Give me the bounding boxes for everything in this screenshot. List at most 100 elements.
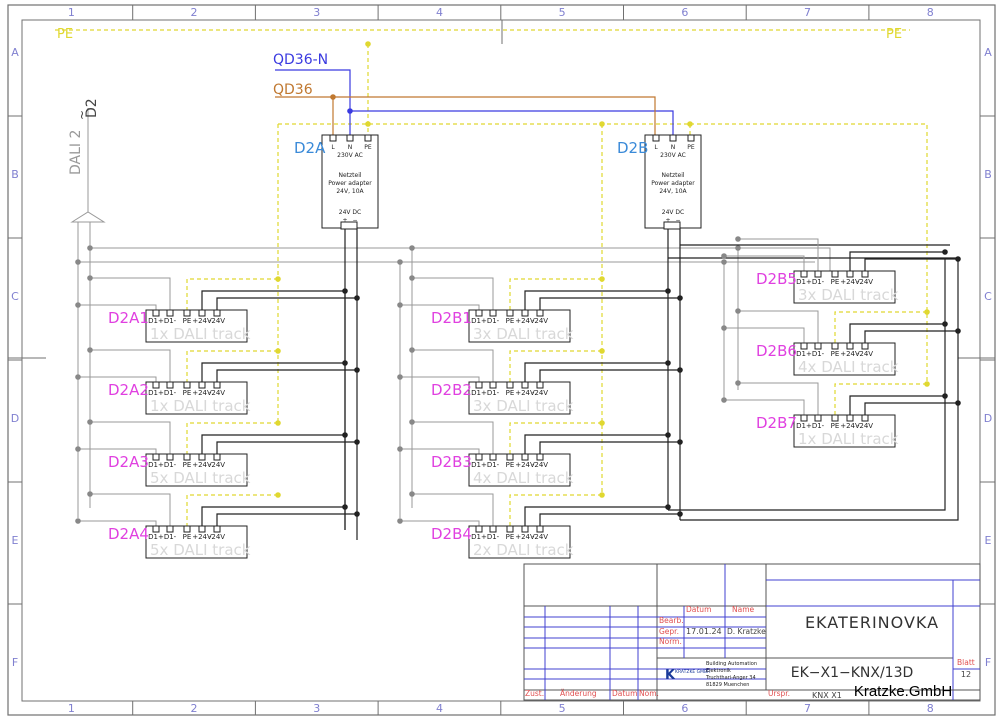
d1minus-wire — [412, 493, 494, 526]
d1minus-wire — [90, 493, 171, 526]
terminal — [213, 309, 221, 317]
title-checked-by: D. Kratzke — [727, 627, 766, 636]
terminal — [166, 525, 174, 533]
junction-dot — [409, 245, 415, 251]
junction-dot — [397, 518, 403, 524]
terminal-label: D1+ — [148, 389, 164, 397]
terminal — [800, 270, 808, 278]
track-label: 4x DALI track — [473, 469, 574, 487]
row-label-right: C — [984, 290, 992, 303]
title-urspr: Urspr. — [768, 689, 790, 698]
row-label-left: F — [12, 656, 18, 669]
title-date: 17.01.24 — [686, 627, 722, 636]
terminal — [152, 309, 160, 317]
junction-dot — [409, 419, 415, 425]
row-label-right: D — [984, 412, 992, 425]
adapter-box — [644, 134, 702, 229]
minus24-wire — [216, 441, 357, 454]
terminal — [846, 270, 854, 278]
terminal — [521, 453, 529, 461]
pe-wire — [186, 350, 278, 382]
terminal-label: +24V — [840, 350, 860, 358]
terminal — [861, 342, 869, 350]
junction-dot — [75, 374, 81, 380]
terminal — [183, 525, 191, 533]
terminal — [846, 342, 854, 350]
junction-dot — [735, 245, 741, 251]
terminal — [183, 309, 191, 317]
out-minus: − — [352, 217, 357, 224]
junction-dot — [665, 288, 671, 294]
voltage-in: 230V AC — [337, 152, 363, 159]
project-name: EKATERINOVKA — [805, 613, 939, 632]
module-box — [468, 525, 571, 559]
d1minus-wire — [90, 421, 171, 454]
pe-right-bus — [690, 123, 928, 383]
junction-dot — [735, 380, 741, 386]
junction-dot — [735, 236, 741, 242]
terminal-label: -24V — [532, 533, 548, 541]
module-box — [793, 270, 896, 304]
track-label: 1x DALI track — [798, 430, 899, 448]
junction-dot — [677, 439, 683, 445]
terminal-label: +24V — [840, 278, 860, 286]
title-name_h: Name — [732, 605, 755, 614]
junction-dot — [721, 253, 727, 259]
watermark: Kratzke.GmbH — [854, 683, 952, 700]
junction-dot — [924, 381, 930, 387]
terminal-label: PE — [506, 461, 515, 469]
junction-dot — [721, 325, 727, 331]
terminal-label: D1- — [487, 389, 500, 397]
junction-dot — [87, 275, 93, 281]
terminal-label: -24V — [857, 422, 873, 430]
terminal — [800, 342, 808, 350]
row-label-right: A — [984, 46, 992, 59]
junction-dot — [75, 446, 81, 452]
terminal-label: PE — [183, 533, 192, 541]
terminal-label: D1- — [812, 422, 825, 430]
phase-line — [275, 96, 656, 135]
minus24-wire — [216, 297, 357, 310]
adapter-label: D2B — [617, 139, 648, 157]
adapter-text: Power adapter — [651, 180, 695, 187]
module-label: D2B2 — [431, 381, 472, 399]
terminal — [213, 525, 221, 533]
terminal-label: +24V — [840, 422, 860, 430]
terminal-label: D1+ — [471, 533, 487, 541]
terminal-label: D1- — [164, 461, 177, 469]
junction-dot — [677, 511, 683, 517]
row-label-left: A — [11, 46, 19, 59]
terminal-label: D1- — [164, 533, 177, 541]
terminal — [814, 342, 822, 350]
title-nom: Nom. — [639, 689, 659, 698]
title-aenderung: Änderung — [560, 689, 597, 698]
minus24-wire — [539, 369, 680, 382]
out-plus: + — [665, 217, 670, 224]
plus24-link — [668, 420, 946, 511]
terminal — [475, 453, 483, 461]
track-label: 1x DALI track — [150, 397, 251, 415]
junction-dot — [397, 259, 403, 265]
terminal — [506, 309, 514, 317]
junction-dot — [942, 249, 948, 255]
column-label-bottom: 3 — [313, 702, 320, 715]
module-label: D2B3 — [431, 453, 472, 471]
d1plus-wire — [400, 304, 480, 310]
terminal — [364, 134, 372, 142]
column-label-top: 5 — [559, 6, 566, 19]
row-label-left: B — [11, 168, 19, 181]
d1plus-wire — [724, 399, 805, 415]
terminal — [198, 381, 206, 389]
terminal-label: D1+ — [471, 389, 487, 397]
adapter-label: D2A — [294, 139, 326, 157]
terminal-label: D1- — [812, 350, 825, 358]
terminal-label: -24V — [857, 350, 873, 358]
logo-text: KRATZKE GMBH — [675, 669, 711, 675]
